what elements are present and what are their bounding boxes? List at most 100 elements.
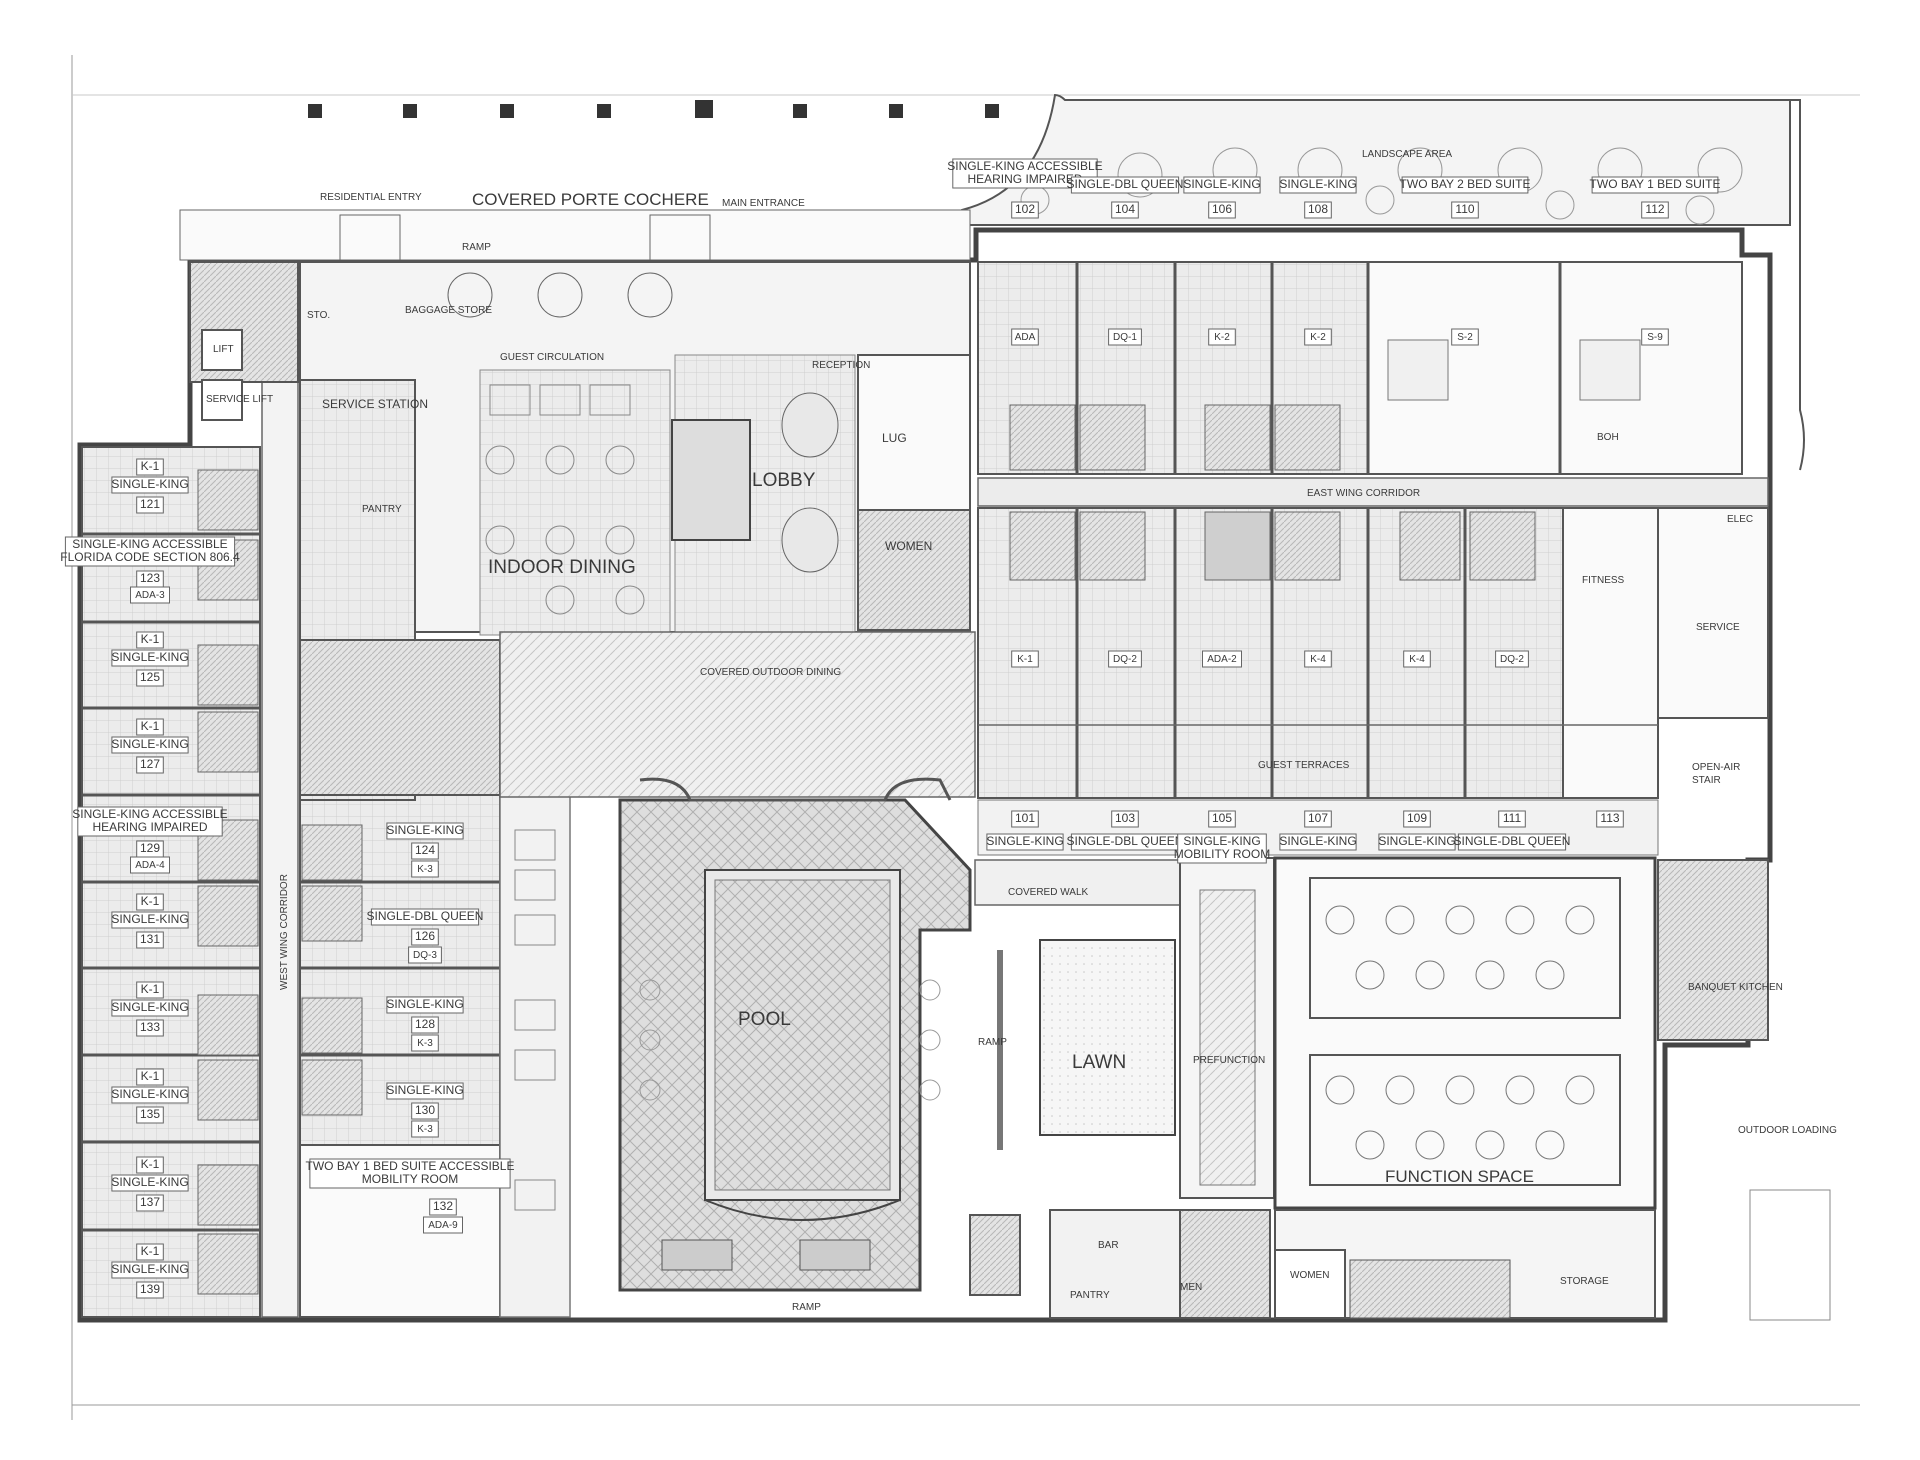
south-room-code: DQ-2 <box>1113 654 1137 665</box>
north-room-number-box <box>1451 201 1479 219</box>
inner-west-room-number: 132 <box>433 1199 453 1213</box>
west-wing-corridor-label: WEST WING CORRIDOR <box>279 874 290 990</box>
west-room-code-box <box>136 718 164 736</box>
south-room-number-box <box>1111 810 1139 828</box>
east-wing-corridor-label: EAST WING CORRIDOR <box>1307 488 1420 499</box>
west-room-code: K-1 <box>141 1244 160 1258</box>
north-room-type: SINGLE-KING <box>1279 177 1356 191</box>
women-restroom-label-lower: WOMEN <box>1290 1270 1329 1281</box>
prefunction-label: PREFUNCTION <box>1193 1055 1265 1066</box>
ramp-label-bottom: RAMP <box>792 1302 821 1313</box>
north-room-number-box <box>1641 201 1669 219</box>
storage-label: STORAGE <box>1560 1276 1609 1287</box>
inner-west-rooms-block <box>299 794 571 1318</box>
north-room-number-box <box>1111 201 1139 219</box>
west-room-code-box <box>136 1243 164 1261</box>
main-entrance-label: MAIN ENTRANCE <box>722 198 805 209</box>
south-room-number-box <box>1011 810 1039 828</box>
inner-west-room-type-box <box>386 822 464 840</box>
landscape-area-label: LANDSCAPE AREA <box>1362 149 1452 160</box>
guest-terraces-label: GUEST TERRACES <box>1258 760 1350 771</box>
west-room-number: 131 <box>140 932 160 946</box>
pool-label: POOL <box>738 1009 791 1030</box>
west-room-code: K-1 <box>141 982 160 996</box>
west-room-code: K-1 <box>141 894 160 908</box>
east-wing-corridor <box>977 477 1769 507</box>
west-room-number: 135 <box>140 1107 160 1121</box>
south-room-number: 103 <box>1115 811 1135 825</box>
covered-walk-label: COVERED WALK <box>1008 887 1089 898</box>
west-room-type-box <box>111 999 189 1017</box>
public-core <box>299 261 971 801</box>
men-restroom-label: MEN <box>1180 1282 1202 1293</box>
west-room-type-box <box>111 1261 189 1279</box>
south-room-code: DQ-2 <box>1500 654 1524 665</box>
west-room-code: ADA-4 <box>135 860 165 871</box>
inner-west-room-code: K-3 <box>417 864 433 875</box>
west-room-number-box <box>136 669 164 687</box>
west-room-number: 123 <box>140 571 160 585</box>
south-room-number-box <box>1498 810 1526 828</box>
service-lift-label: SERVICE LIFT <box>206 394 273 405</box>
inner-west-room-type: SINGLE-DBL QUEEN <box>367 909 484 923</box>
luggage-label: LUG <box>882 431 907 445</box>
north-room-type-box <box>1183 176 1261 194</box>
north-room-number: 108 <box>1308 202 1328 216</box>
indoor-dining-label: INDOOR DINING <box>488 557 636 578</box>
south-room-code: K-4 <box>1310 654 1326 665</box>
inner-west-room-number-box <box>411 1016 439 1034</box>
back-of-house-label: BOH <box>1597 432 1619 443</box>
west-room-code-box <box>136 1156 164 1174</box>
south-room-code: K-4 <box>1409 654 1425 665</box>
south-room-type-box <box>1177 833 1267 864</box>
north-room-number-box <box>1208 201 1236 219</box>
outdoor-loading-zone <box>1749 1189 1831 1321</box>
north-room-code-box <box>1208 328 1236 346</box>
inner-west-room-number: 128 <box>415 1017 435 1031</box>
bar-label: BAR <box>1098 1240 1119 1251</box>
west-room-code-box <box>136 981 164 999</box>
space-labels: RESIDENTIAL ENTRY COVERED PORTE COCHERE … <box>206 149 1837 1313</box>
south-rooms-block <box>977 507 1769 856</box>
entrance-area <box>179 209 971 318</box>
south-room-code: K-1 <box>1017 654 1033 665</box>
west-room-code-box <box>130 586 170 604</box>
inner-west-room-type: SINGLE-KING <box>386 823 463 837</box>
south-room-code-box <box>1108 650 1142 668</box>
inner-west-room-number: 124 <box>415 843 435 857</box>
north-room-number: 110 <box>1455 202 1474 216</box>
west-room-code: K-1 <box>141 1069 160 1083</box>
north-room-code: S-2 <box>1457 332 1473 343</box>
north-room-code-box <box>1641 328 1669 346</box>
south-room-code-box <box>1403 650 1431 668</box>
north-room-code: DQ-1 <box>1113 332 1137 343</box>
west-room-number: 133 <box>140 1020 160 1034</box>
north-room-code-box <box>1304 328 1332 346</box>
north-rooms-block <box>977 261 1743 475</box>
south-room-number-box <box>1304 810 1332 828</box>
inner-west-room-number-box <box>429 1198 457 1216</box>
south-room-number: 111 <box>1503 811 1522 825</box>
reception-label: RECEPTION <box>812 360 870 371</box>
west-room-number-box <box>136 496 164 514</box>
north-room-type: TWO BAY 2 BED SUITE <box>1400 177 1531 191</box>
north-room-number: 102 <box>1015 202 1035 216</box>
south-room-number-box <box>1208 810 1236 828</box>
south-room-type: SINGLE-KING <box>1279 834 1356 848</box>
north-room-code: ADA <box>1015 332 1036 343</box>
guest-circulation-label: GUEST CIRCULATION <box>500 352 604 363</box>
ramp-label-mid: RAMP <box>978 1037 1007 1048</box>
south-room-number: 105 <box>1212 811 1232 825</box>
north-room-number-box <box>1011 201 1039 219</box>
north-room-code-box <box>1108 328 1142 346</box>
west-room-code: K-1 <box>141 632 160 646</box>
north-room-type: SINGLE-KING <box>1183 177 1260 191</box>
pantry-label-left: PANTRY <box>362 504 402 515</box>
south-room-type: SINGLE-DBL QUEEN <box>1454 834 1571 848</box>
north-room-code-box <box>1451 328 1479 346</box>
